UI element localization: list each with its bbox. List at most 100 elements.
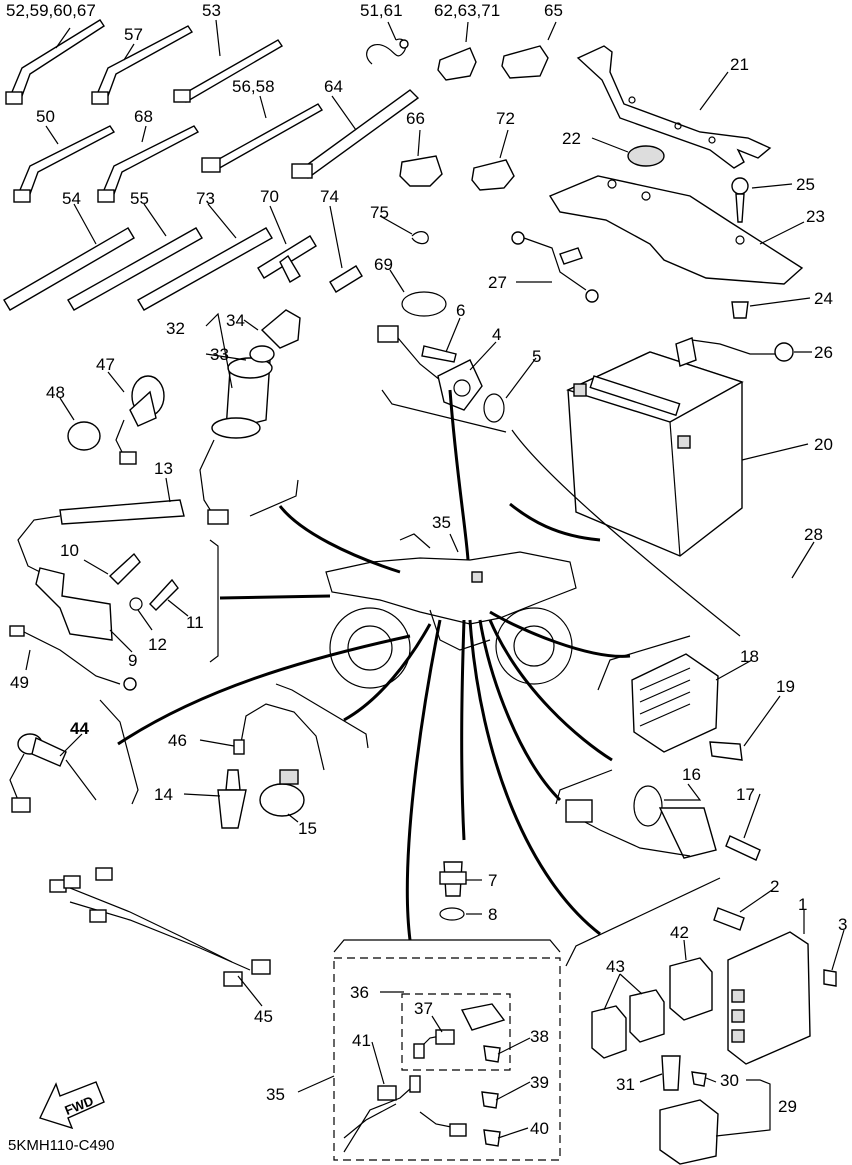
label-20: 20 xyxy=(814,435,833,454)
label-12: 12 xyxy=(148,635,167,654)
label-9: 9 xyxy=(128,651,137,670)
bolt-25 xyxy=(731,177,749,223)
nut-33 xyxy=(249,345,275,363)
diagram-code: 5KMH110-C490 xyxy=(8,1137,114,1154)
lead-49 xyxy=(9,625,137,691)
label-3: 3 xyxy=(838,915,847,934)
label-70: 70 xyxy=(260,187,279,206)
label-2: 2 xyxy=(770,877,779,896)
label-69: 69 xyxy=(374,255,393,274)
leader-c xyxy=(448,389,470,561)
label-64: 64 xyxy=(324,77,343,96)
relay-43 xyxy=(591,989,665,1059)
cap-34 xyxy=(260,309,301,349)
fwd-arrow-icon xyxy=(39,1081,105,1130)
leader-f xyxy=(343,623,432,722)
label-48: 48 xyxy=(46,383,65,402)
tube-73 xyxy=(137,227,273,311)
tube-55 xyxy=(67,227,203,311)
clamp-65 xyxy=(501,45,549,79)
group-bracket-left xyxy=(209,539,219,663)
o-ring-5 xyxy=(483,393,505,423)
label-36: 36 xyxy=(350,983,369,1002)
nut-3 xyxy=(823,969,837,987)
group-bracket-ecu xyxy=(565,877,721,967)
label-23: 23 xyxy=(806,207,825,226)
cable-tie-53 xyxy=(173,39,283,103)
o-ring-69 xyxy=(401,291,447,317)
wire-harness-41 xyxy=(343,1075,467,1153)
label-6: 6 xyxy=(456,301,465,320)
fuse-30 xyxy=(691,1071,707,1087)
joint-74 xyxy=(329,265,363,293)
label-75: 75 xyxy=(370,203,389,222)
relay-37 xyxy=(413,1003,506,1059)
label-1: 1 xyxy=(798,895,807,914)
label-72: 72 xyxy=(496,109,515,128)
label-39: 39 xyxy=(530,1073,549,1092)
battery-20 xyxy=(566,351,744,557)
label-68: 68 xyxy=(134,107,153,126)
lead-27 xyxy=(511,231,599,303)
label-18: 18 xyxy=(740,647,759,666)
cable-tie-50 xyxy=(13,125,116,203)
switch-7 xyxy=(439,861,467,897)
group-bracket-44 xyxy=(99,699,139,805)
ecu-1 xyxy=(727,931,811,1065)
bolt-19 xyxy=(709,741,743,761)
label-52: 52,59,60,67 xyxy=(6,1,96,20)
clamp-72 xyxy=(471,159,515,191)
label-42: 42 xyxy=(670,923,689,942)
label-33: 33 xyxy=(210,345,229,364)
bolt-11 xyxy=(149,578,179,611)
leader-a xyxy=(219,594,331,600)
label-13: 13 xyxy=(154,459,173,478)
cover-23 xyxy=(548,175,804,285)
group-bracket-switch xyxy=(249,479,299,517)
bolt-10 xyxy=(108,552,141,585)
label-35-bottom: 35 xyxy=(266,1085,285,1104)
ignition-coil-9 xyxy=(35,567,113,641)
label-24: 24 xyxy=(814,289,833,308)
label-41: 41 xyxy=(352,1031,371,1050)
label-8: 8 xyxy=(488,905,497,924)
washer-12 xyxy=(129,597,143,611)
label-21: 21 xyxy=(730,55,749,74)
clip-51 xyxy=(366,38,409,65)
label-43: 43 xyxy=(606,957,625,976)
bolt-17 xyxy=(725,835,761,861)
clip-75 xyxy=(411,231,429,245)
lead-46 xyxy=(233,703,325,771)
sensor-4 xyxy=(377,325,483,411)
label-17: 17 xyxy=(736,785,755,804)
label-56-58: 56,58 xyxy=(232,77,275,96)
leader-h xyxy=(460,619,466,841)
label-50: 50 xyxy=(36,107,55,126)
label-11: 11 xyxy=(186,613,204,632)
label-73: 73 xyxy=(196,189,215,208)
box-bracket xyxy=(333,939,561,953)
clamp-62 xyxy=(437,47,477,81)
cable-tie-52 xyxy=(5,19,105,105)
bolt-2 xyxy=(713,907,745,931)
group-bracket-battery xyxy=(511,429,741,637)
label-22: 22 xyxy=(562,129,581,148)
label-29: 29 xyxy=(778,1097,797,1116)
label-51-61: 51,61 xyxy=(360,1,403,20)
grommet-22 xyxy=(627,145,665,167)
atv-outline xyxy=(325,533,577,689)
group-bracket-relay xyxy=(555,769,613,805)
label-45: 45 xyxy=(254,1007,273,1026)
bracket-21 xyxy=(576,45,772,169)
bolt-31 xyxy=(661,1055,681,1091)
label-74: 74 xyxy=(320,187,339,206)
leader-g xyxy=(405,619,442,941)
label-7: 7 xyxy=(488,871,497,890)
switch-15 xyxy=(259,769,305,817)
label-38: 38 xyxy=(530,1027,549,1046)
label-26: 26 xyxy=(814,343,833,362)
fuse-40 xyxy=(483,1129,501,1147)
leader-b xyxy=(278,505,401,574)
clamp-66 xyxy=(399,155,443,187)
label-37: 37 xyxy=(414,999,433,1018)
